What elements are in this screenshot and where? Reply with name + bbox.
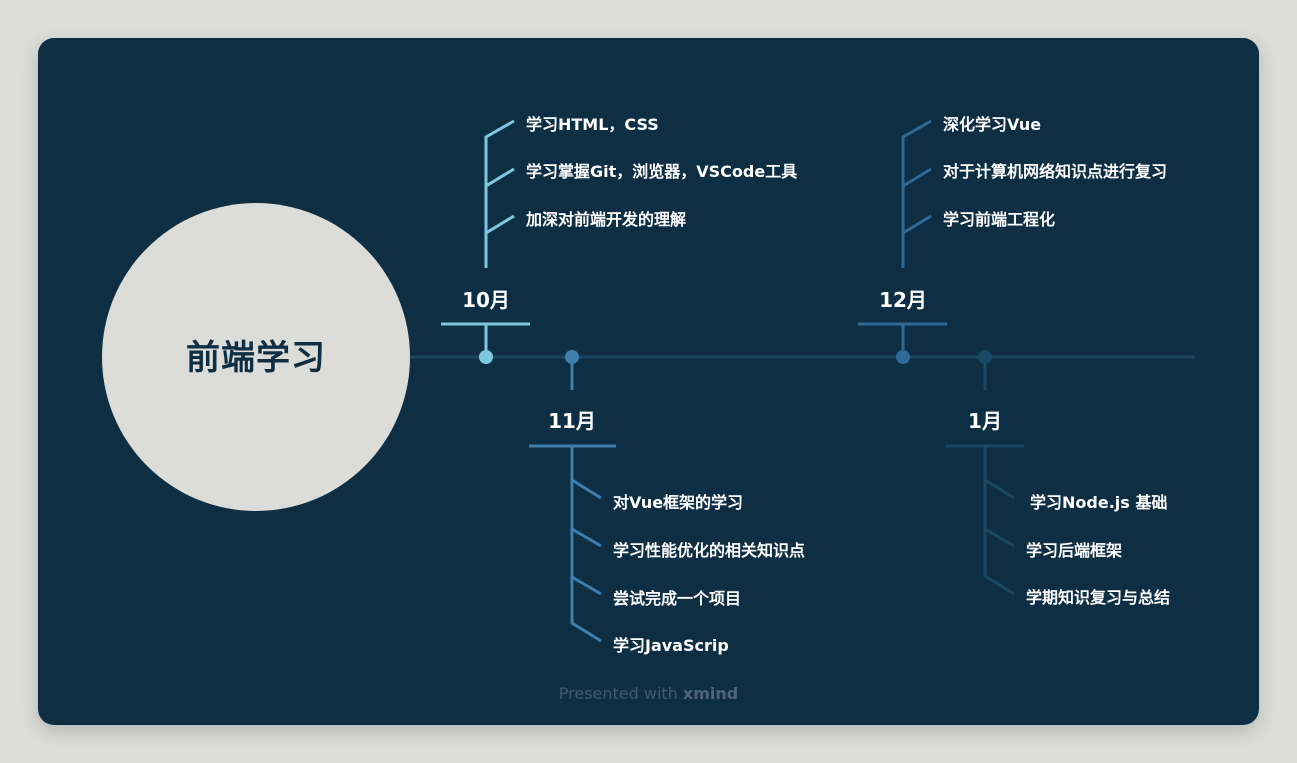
milestone-nov-item: 尝试完成一个项目 — [613, 589, 742, 608]
milestone-nov-label: 11月 — [548, 409, 596, 433]
central-topic-circle — [102, 203, 410, 511]
milestone-jan-item: 学习后端框架 — [1026, 541, 1123, 560]
footer-credit: Presented with xmind — [0, 684, 1297, 703]
milestone-nov-connector — [529, 362, 616, 643]
milestone-jan-item: 学习Node.js 基础 — [1030, 493, 1168, 512]
footer-brand[interactable]: xmind — [682, 684, 739, 703]
milestone-dec-item: 深化学习Vue — [943, 115, 1042, 134]
milestone-nov-node — [565, 350, 579, 364]
milestone-jan-item: 学期知识复习与总结 — [1026, 588, 1171, 607]
central-topic: 前端学习 — [186, 338, 326, 378]
milestone-nov-item: 对Vue框架的学习 — [613, 493, 744, 512]
milestone-nov-item: 学习JavaScrip — [613, 636, 729, 655]
milestone-jan-connector — [946, 362, 1024, 596]
milestone-dec-label: 12月 — [879, 288, 927, 312]
milestone-dec-connector — [858, 119, 947, 352]
milestone-dec-item: 对于计算机网络知识点进行复习 — [943, 162, 1168, 181]
milestone-oct-label: 10月 — [462, 288, 510, 312]
milestone-jan-label: 1月 — [968, 409, 1002, 433]
milestone-dec-item: 学习前端工程化 — [943, 210, 1056, 229]
milestone-oct-item: 学习HTML，CSS — [526, 115, 659, 134]
milestone-dec-node — [896, 350, 910, 364]
milestone-oct-node — [479, 350, 493, 364]
milestone-oct-connector — [441, 119, 530, 352]
milestone-oct-item: 学习掌握Git，浏览器，VSCode工具 — [526, 162, 798, 181]
milestone-jan-node — [978, 350, 992, 364]
milestone-nov-item: 学习性能优化的相关知识点 — [613, 541, 806, 560]
footer-prefix: Presented with — [558, 684, 678, 703]
milestone-oct-item: 加深对前端开发的理解 — [526, 210, 687, 229]
